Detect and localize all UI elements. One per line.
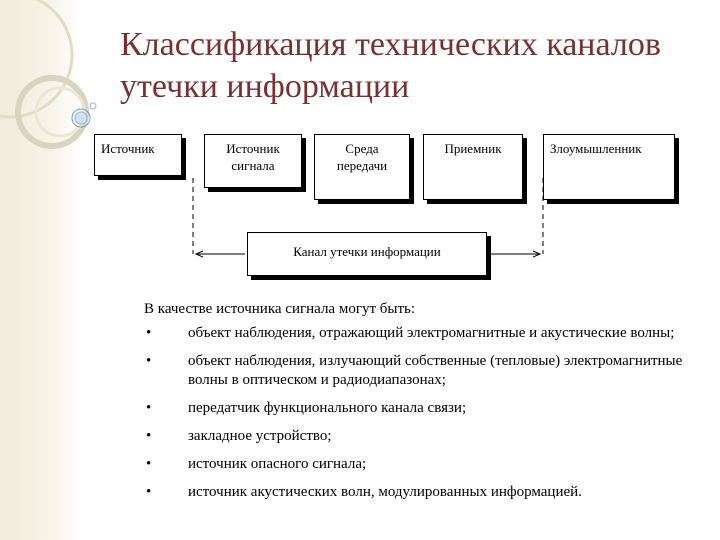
list-item-text: объект наблюдения, излучающий собственны… [188,353,683,388]
diagram-box-source: Источник [94,134,182,176]
bullet-list: • объект наблюдения, отражающий электрома… [144,324,684,502]
diagram-box-source-label: Источник [101,141,155,156]
list-item-text: источник акустических волн, модулированн… [188,484,582,500]
list-item-text: объект наблюдения, отражающий электромаг… [188,325,675,341]
diagram-box-attacker-label: Злоумышленник [550,141,642,156]
diagram-box-receiver: Приемник [423,134,523,200]
list-item: • объект наблюдения, излучающий собственн… [144,352,684,390]
decorative-circles [0,0,97,149]
diagram-box-receiver-label: Приемник [444,141,502,156]
list-item-text: закладное устройство; [188,428,332,444]
slide-title-line-1: Классификация технических каналов [120,26,661,63]
intro-text: В качестве источника сигнала могут быть: [144,301,416,317]
diagram-box-signal-source-line-1: Источник [226,141,280,156]
list-item: • объект наблюдения, отражающий электрома… [144,324,684,343]
slide-title: Классификация технических каналов утечки… [120,24,710,108]
diagram-box-attacker: Злоумышленник [543,134,675,200]
bullet-icon: • [146,400,152,416]
list-item: • передатчик функционального канала связи… [144,399,684,418]
body-content: В качестве источника сигнала могут быть:… [144,300,684,511]
bullet-icon: • [146,428,152,444]
diagram-box-transmission-medium: Среда передачи [314,134,410,200]
slide-title-line-2: утечки информации [120,68,410,105]
list-item: • источник опасного сигнала; [144,455,684,474]
diagram-box-medium-line-2: передачи [336,158,388,173]
bullet-icon: • [146,484,152,500]
diagram-box-signal-source-line-2: сигнала [231,158,275,173]
diagram-box-leak-channel: Канал утечки информации [247,232,487,276]
diagram-box-signal-source: Источник сигнала [204,134,302,188]
diagram-box-leak-channel-label: Канал утечки информации [293,244,441,259]
bullet-icon: • [146,325,152,341]
list-item: • закладное устройство; [144,427,684,446]
bullet-icon: • [146,353,152,369]
bullet-icon: • [146,456,152,472]
list-item: • источник акустических волн, модулирован… [144,483,684,502]
list-item-text: источник опасного сигнала; [188,456,367,472]
list-item-text: передатчик функционального канала связи; [188,400,467,416]
diagram-box-medium-line-1: Среда [345,141,379,156]
